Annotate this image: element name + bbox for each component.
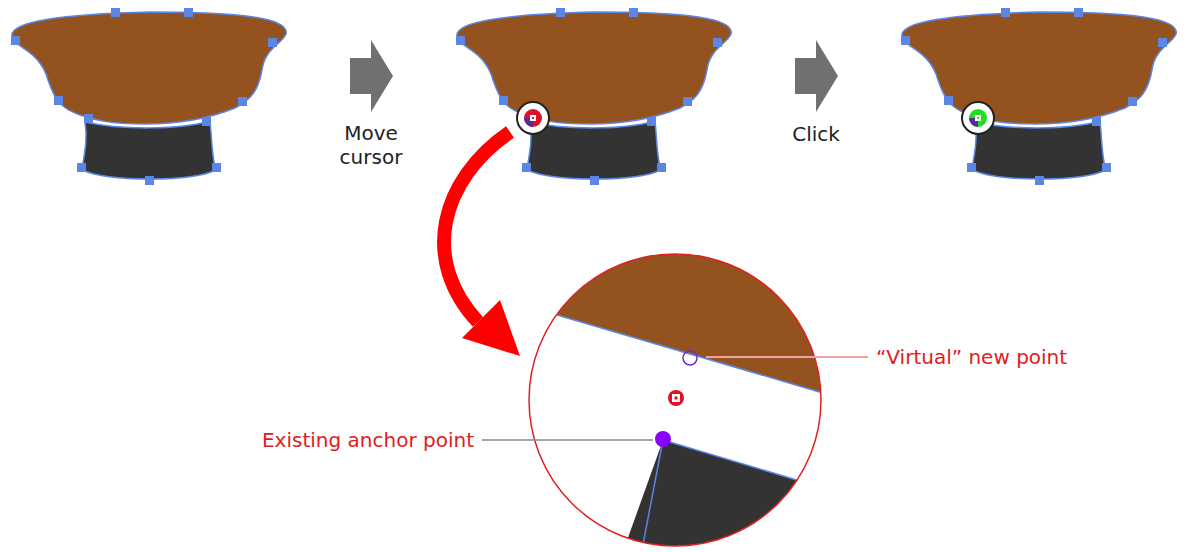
anchor-point xyxy=(655,431,671,447)
shape-before xyxy=(11,8,286,185)
leader-line xyxy=(482,439,653,441)
magnifier-rim xyxy=(529,254,821,546)
text-label: Move cursor xyxy=(331,121,411,169)
shape-after xyxy=(901,8,1176,185)
text-label: Click xyxy=(792,122,840,146)
step-arrow xyxy=(795,40,838,112)
cursor-hover xyxy=(517,102,549,134)
text-label: “Virtual” new point xyxy=(876,345,1067,369)
text-label: Existing anchor point xyxy=(262,428,474,452)
cursor-zoom xyxy=(668,390,684,406)
shape-hover xyxy=(456,8,731,185)
zoom-arrowhead xyxy=(462,300,520,356)
cursor-click xyxy=(962,102,994,134)
magnifier xyxy=(520,250,830,552)
step-arrow xyxy=(350,40,393,112)
virtual-point xyxy=(683,351,697,365)
zoom-arrow xyxy=(444,132,510,322)
leader-line xyxy=(706,356,868,358)
